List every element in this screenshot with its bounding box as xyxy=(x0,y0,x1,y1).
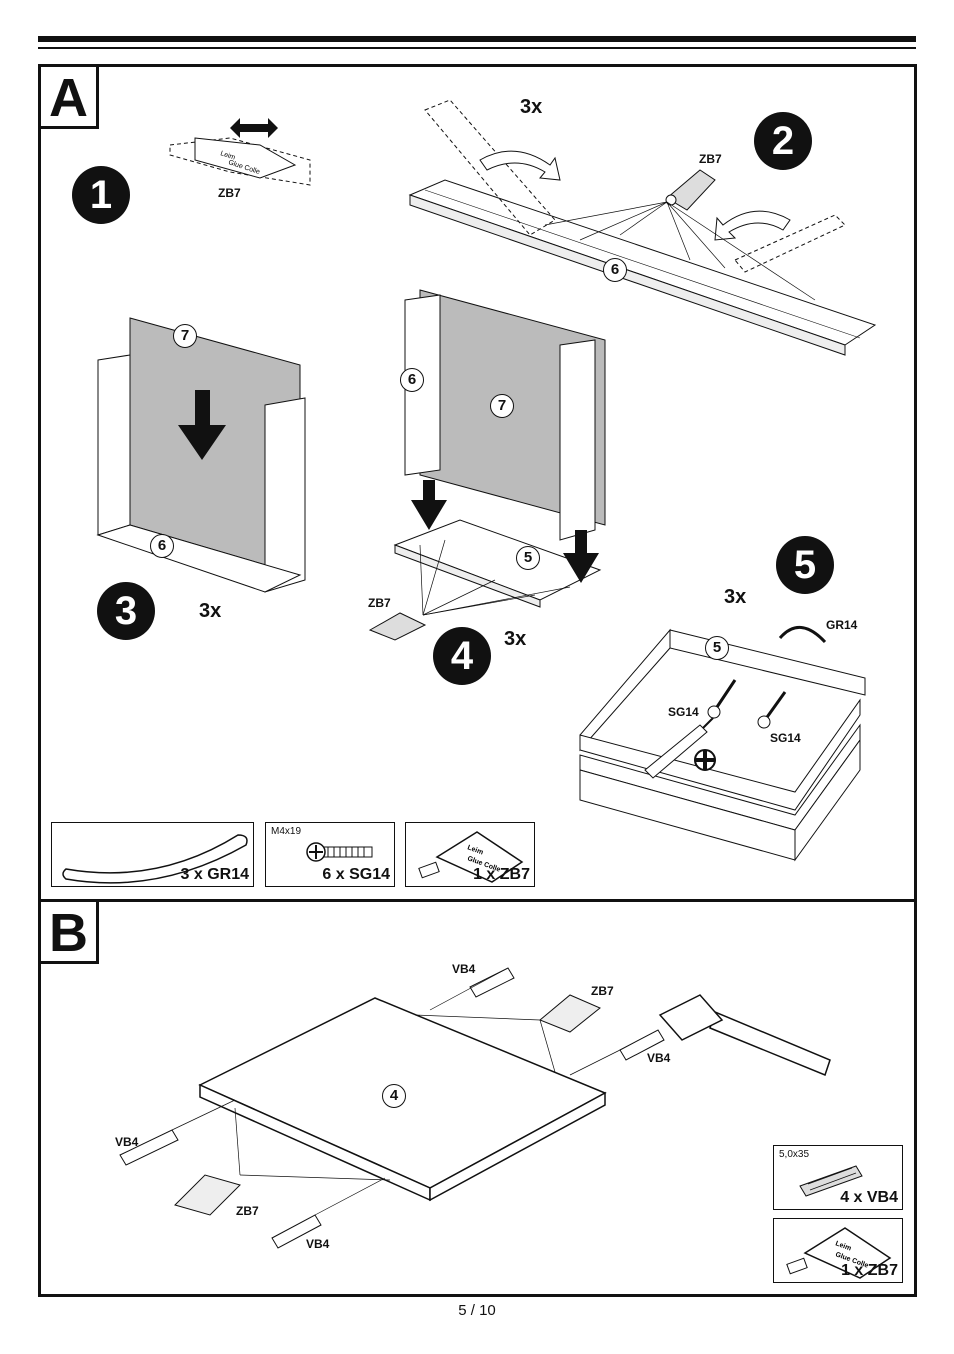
step-3-frame-drawing xyxy=(96,317,306,593)
step-5-screw-label-1: SG14 xyxy=(668,705,699,719)
step-3-board-part-number: 7 xyxy=(173,324,197,348)
section-b-dowel-label-4: VB4 xyxy=(647,1051,671,1065)
page-number: 5 / 10 xyxy=(458,1302,496,1319)
legend-a-screw: M4x19 6 x SG14 xyxy=(265,822,395,887)
glue-tube-icon: Leim Glue Colle xyxy=(786,1227,892,1279)
step-5-part-number: 5 xyxy=(705,636,729,660)
step-2-multiplier: 3x xyxy=(520,96,543,118)
step-5-multiplier: 3x xyxy=(724,586,747,608)
step-1-number: 1 xyxy=(72,166,130,224)
section-a-label: A xyxy=(41,67,99,129)
section-b-panel: B xyxy=(38,899,917,1297)
screw-icon xyxy=(306,842,373,862)
legend-b-glue-qty: 1 x ZB7 xyxy=(841,1262,898,1279)
step-4-glue-tube-icon xyxy=(368,612,427,641)
glue-tube-icon xyxy=(539,994,601,1033)
section-b-glue-label-2: ZB7 xyxy=(591,984,614,998)
step-2-number: 2 xyxy=(754,112,812,170)
step-4-glue-label: ZB7 xyxy=(368,596,391,610)
step-2-frame-drawing xyxy=(408,99,877,356)
step-3-multiplier: 3x xyxy=(199,600,222,622)
step-3-number: 3 xyxy=(97,582,155,640)
legend-a-screw-spec: M4x19 xyxy=(271,826,302,837)
legend-a-rail: 3 x GR14 xyxy=(51,822,254,887)
step-5-screw-label-2: SG14 xyxy=(770,731,801,745)
dowel-icon xyxy=(799,1165,863,1197)
svg-text:Leim: Leim xyxy=(219,150,236,161)
section-b-label: B xyxy=(41,902,99,964)
step-1-glue-label: ZB7 xyxy=(218,186,241,200)
legend-b-dowel-spec: 5,0x35 xyxy=(779,1149,810,1160)
step-5-screwdriver-icon xyxy=(644,717,716,779)
step-5-rail-label: GR14 xyxy=(826,618,858,632)
section-b-dowel-label-2: VB4 xyxy=(306,1237,330,1251)
section-b-dowel-label-1: VB4 xyxy=(115,1135,139,1149)
section-b-glue-label-1: ZB7 xyxy=(236,1204,259,1218)
legend-a-glue-qty: 1 x ZB7 xyxy=(473,866,530,883)
step-1-glue-tube-icon: Leim Glue Colle xyxy=(169,118,311,186)
step-2-glue-tube-icon xyxy=(665,169,716,211)
legend-b-dowel: 5,0x35 4 x VB4 xyxy=(773,1145,903,1210)
step-2-glue-label: ZB7 xyxy=(699,152,722,166)
section-b-part-number: 4 xyxy=(382,1084,406,1108)
glue-tube-icon: Leim Glue Colle xyxy=(418,831,524,883)
step-2-part-number: 6 xyxy=(603,258,627,282)
header-rule-thin xyxy=(38,47,916,49)
legend-a-glue: Leim Glue Colle 1 x ZB7 xyxy=(405,822,535,887)
step-4-assembly-drawing xyxy=(368,289,606,641)
glue-tube-icon xyxy=(174,1174,241,1216)
rail-icon xyxy=(62,834,248,884)
legend-a-rail-qty: 3 x GR14 xyxy=(180,866,249,883)
legend-b-glue: Leim Glue Colle 1 x ZB7 xyxy=(773,1218,903,1283)
step-4-multiplier: 3x xyxy=(504,628,527,650)
step-4-number: 4 xyxy=(433,627,491,685)
step-4-board-part-number: 7 xyxy=(490,394,514,418)
step-4-side-part-number: 6 xyxy=(400,368,424,392)
step-5-number: 5 xyxy=(776,536,834,594)
step-5-screw-icon xyxy=(707,679,787,729)
legend-b-dowel-qty: 4 x VB4 xyxy=(840,1189,898,1206)
hammer-icon xyxy=(658,994,831,1076)
step-3-frame-part-number: 6 xyxy=(150,534,174,558)
section-b-dowel-label-3: VB4 xyxy=(452,962,476,976)
dowel-icon xyxy=(119,967,665,1249)
header-rule-thick xyxy=(38,36,916,42)
step-4-base-part-number: 5 xyxy=(516,546,540,570)
section-b-panel-drawing xyxy=(119,967,831,1249)
legend-a-screw-qty: 6 x SG14 xyxy=(322,866,390,883)
